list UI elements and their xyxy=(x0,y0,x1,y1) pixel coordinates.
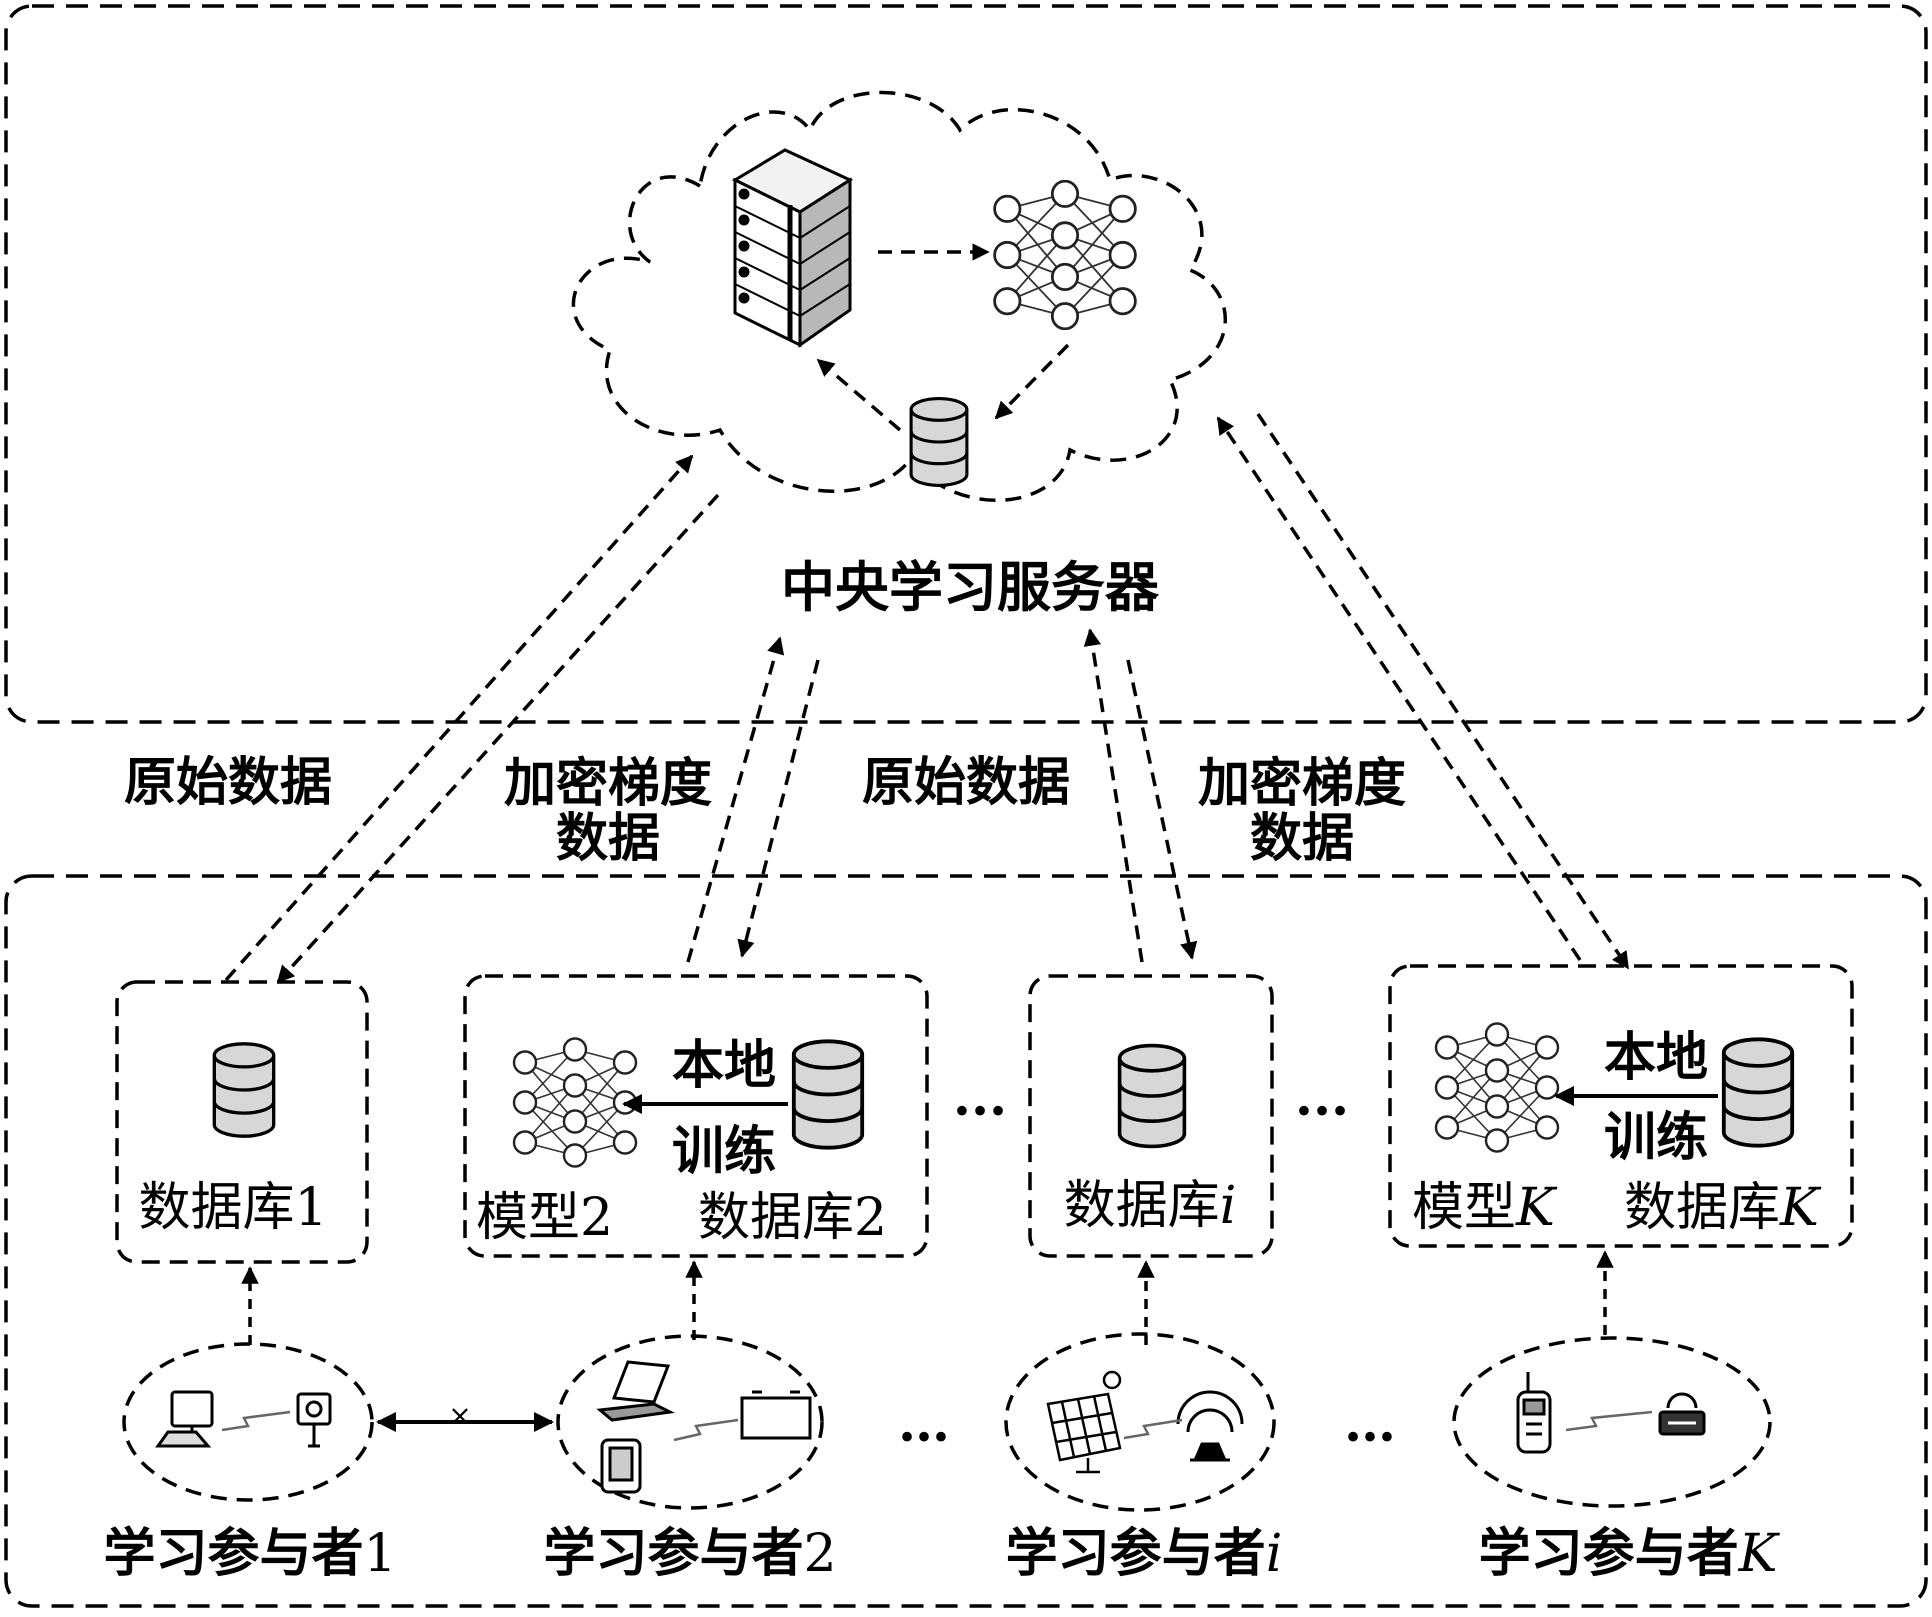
encrypted-gradient-label-left: 加密梯度 数据 xyxy=(503,753,713,869)
participant-label-prefix: 学习参与者 xyxy=(543,1523,804,1584)
database-label-k: 数据库K xyxy=(1624,1182,1819,1234)
database-label-2: 数据库2 xyxy=(698,1192,887,1244)
participant-label-index: 2 xyxy=(803,1524,837,1584)
solar-panel-icon xyxy=(1046,1370,1122,1474)
server-label: 中央学习服务器 xyxy=(781,555,1159,619)
database-icon xyxy=(794,1041,862,1147)
participant-region xyxy=(4,874,1928,1608)
db-to-server-arrow xyxy=(816,358,902,432)
participant-label-prefix: 学习参与者 xyxy=(1005,1523,1266,1584)
raw-data-link-i xyxy=(1083,628,1144,963)
node-box-k xyxy=(1388,964,1854,1248)
node-ellipsis-2: ··· xyxy=(1294,1081,1350,1142)
participant-ellipse-k xyxy=(1452,1336,1772,1508)
database-label-prefix: 数据库 xyxy=(1624,1178,1781,1238)
model-to-db-arrow xyxy=(994,343,1070,420)
encrypted-gradient-label-line1: 加密梯度 xyxy=(1197,753,1407,814)
node-box-1 xyxy=(115,980,369,1264)
participant-ellipsis-2: … xyxy=(1344,1393,1396,1454)
raw-data-label-right: 原始数据 xyxy=(861,752,1071,813)
local-training-label-k-line2: 训练 xyxy=(1604,1107,1709,1168)
database-label-prefix: 数据库 xyxy=(138,1178,295,1238)
model-label-index: K xyxy=(1516,1178,1555,1238)
raw-data-link-k xyxy=(1216,416,1582,961)
participant-label-index: 1 xyxy=(363,1524,397,1584)
participant-ellipse-i xyxy=(1004,1332,1276,1512)
model-label-prefix: 模型 xyxy=(476,1188,581,1248)
encrypted-gradient-label-line2: 数据 xyxy=(555,807,661,869)
database-icon xyxy=(1724,1039,1792,1145)
database-icon xyxy=(1117,1043,1187,1149)
database-label-index: K xyxy=(1780,1178,1819,1238)
model-label-2: 模型2 xyxy=(476,1192,613,1244)
handheld-radio-icon xyxy=(1516,1372,1552,1454)
participant-ellipse-2 xyxy=(556,1334,824,1510)
node-box-i xyxy=(1028,974,1274,1258)
battery-icon xyxy=(740,1390,812,1440)
database-label-index: 1 xyxy=(294,1178,328,1238)
router-icon xyxy=(1658,1392,1706,1436)
local-training-label-2-line2: 训练 xyxy=(672,1121,777,1182)
power-socket-icon xyxy=(296,1392,332,1448)
database-label-1: 数据库1 xyxy=(138,1182,327,1234)
encrypted-gradient-label-line2: 数据 xyxy=(1249,807,1355,869)
server-rack-icon xyxy=(731,148,854,348)
gradient-link-1 xyxy=(276,493,720,984)
node-box-2 xyxy=(463,974,929,1258)
laptop-icon xyxy=(596,1360,676,1422)
participant-label-i: 学习参与者i xyxy=(1006,1528,1283,1581)
participant-label-index: i xyxy=(1265,1524,1283,1584)
database-label-prefix: 数据库 xyxy=(1063,1176,1220,1236)
participant-label-prefix: 学习参与者 xyxy=(103,1523,364,1584)
gradient-link-i xyxy=(1126,659,1198,960)
encrypted-gradient-label-right: 加密梯度 数据 xyxy=(1197,753,1407,869)
raw-data-label-left: 原始数据 xyxy=(123,752,333,813)
participant-label-1: 学习参与者1 xyxy=(103,1528,396,1581)
encrypted-gradient-label-line1: 加密梯度 xyxy=(503,753,713,814)
mobile-phone-icon xyxy=(600,1438,642,1494)
participant-label-prefix: 学习参与者 xyxy=(1478,1523,1739,1584)
participant-ellipse-1 xyxy=(122,1342,374,1502)
database-label-index: i xyxy=(1219,1176,1237,1236)
local-training-label-k-line1: 本地 xyxy=(1604,1027,1709,1088)
local-training-label-2-line1: 本地 xyxy=(672,1035,777,1096)
model-label-index: 2 xyxy=(580,1188,614,1248)
participant-label-index: K xyxy=(1738,1524,1778,1584)
node-ellipsis-1: ··· xyxy=(952,1081,1008,1142)
desktop-computer-icon xyxy=(155,1390,214,1448)
database-label-i: 数据库i xyxy=(1064,1180,1237,1232)
model-label-prefix: 模型 xyxy=(1412,1178,1517,1238)
participant-label-k: 学习参与者K xyxy=(1479,1528,1778,1581)
neural-network-icon xyxy=(512,1037,638,1168)
participant-ellipsis-1: … xyxy=(898,1393,950,1454)
gradient-link-2 xyxy=(737,659,820,958)
database-label-prefix: 数据库 xyxy=(698,1188,855,1248)
database-icon xyxy=(212,1042,276,1138)
raw-data-link-1 xyxy=(224,454,694,982)
server-region xyxy=(4,4,1928,724)
gradient-link-k xyxy=(1256,413,1630,970)
database-label-index: 2 xyxy=(854,1188,888,1248)
raw-data-link-2 xyxy=(686,636,785,963)
no-sharing-mark: × xyxy=(448,1399,472,1432)
participant-label-2: 学习参与者2 xyxy=(543,1528,836,1581)
wireless-link-icon xyxy=(221,1410,1653,1442)
neural-network-icon xyxy=(1434,1022,1560,1153)
wifi-tower-icon xyxy=(1176,1390,1244,1462)
database-icon xyxy=(911,399,967,486)
model-label-k: 模型K xyxy=(1412,1182,1555,1234)
